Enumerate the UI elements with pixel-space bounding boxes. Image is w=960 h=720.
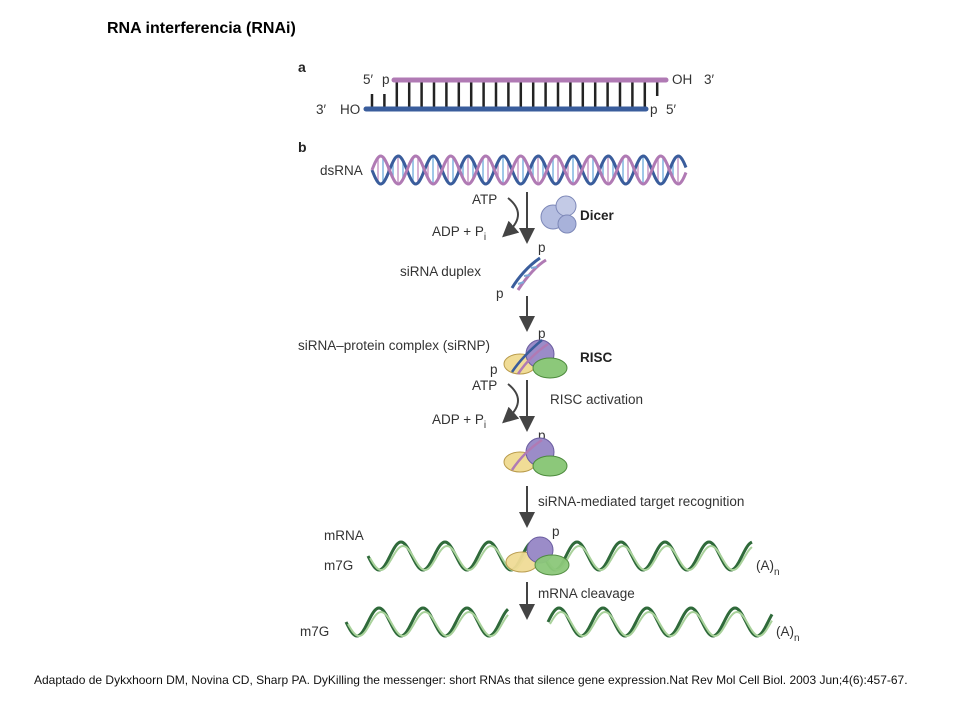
adp-label-1: ADP + Pi (432, 224, 486, 243)
bottom-hydroxyl-label: HO (340, 102, 360, 117)
risc-complex-icon-1 (503, 339, 568, 379)
top-five-prime-label: 5′ (363, 72, 374, 87)
phosphate-label-2: p (496, 286, 504, 301)
dicer-label: Dicer (580, 208, 615, 223)
atp-label-2: ATP (472, 378, 497, 393)
atp-hydrolysis-arrow-2 (502, 383, 520, 424)
adp-label-2: ADP + Pi (432, 412, 486, 431)
activated-risc-icon (503, 437, 568, 477)
bound-risc-icon (505, 536, 570, 576)
atp-hydrolysis-arrow-1 (502, 197, 520, 238)
dsrna-helix (370, 154, 688, 186)
panel-b-letter: b (298, 139, 307, 155)
top-three-prime-label: 3′ (704, 72, 715, 87)
cleaved-mrna-5prime-fragment (344, 606, 510, 638)
risc-label: RISC (580, 350, 613, 365)
target-recognition-label: siRNA-mediated target recognition (538, 494, 744, 509)
poly-a-tail-label-1: (A)n (756, 558, 780, 578)
top-hydroxyl-label: OH (672, 72, 692, 87)
sirna-duplex-icon (510, 256, 547, 291)
bottom-three-prime-label: 3′ (316, 102, 327, 117)
risc-activation-label: RISC activation (550, 392, 643, 407)
phosphate-label-6: p (552, 524, 560, 539)
sirna-duplex-label: siRNA duplex (400, 264, 481, 279)
base-pair-ticks (370, 82, 659, 107)
dicer-enzyme-icon (540, 195, 577, 234)
panel-a-letter: a (298, 59, 306, 75)
mrna-label: mRNA (324, 528, 364, 543)
phosphate-label-4: p (490, 362, 498, 377)
m7g-cap-label-1: m7G (324, 558, 353, 573)
m7g-cap-label-2: m7G (300, 624, 329, 639)
top-phosphate-label: p (382, 72, 390, 87)
bottom-five-prime-label: 5′ (666, 102, 677, 117)
mrna-cleavage-label: mRNA cleavage (538, 586, 635, 601)
citation-caption: Adaptado de Dykxhoorn DM, Novina CD, Sha… (34, 673, 908, 687)
atp-label-1: ATP (472, 192, 497, 207)
phosphate-label-3: p (538, 326, 546, 341)
cleaved-mrna-3prime-fragment (546, 606, 774, 638)
phosphate-label-1: p (538, 240, 546, 255)
sirnp-label: siRNA–protein complex (siRNP) (298, 338, 490, 353)
page-title: RNA interferencia (RNAi) (107, 20, 296, 37)
dsrna-label: dsRNA (320, 163, 363, 178)
phosphate-label-5: p (538, 428, 546, 443)
poly-a-tail-label-2: (A)n (776, 624, 800, 644)
bottom-phosphate-label: p (650, 102, 658, 117)
